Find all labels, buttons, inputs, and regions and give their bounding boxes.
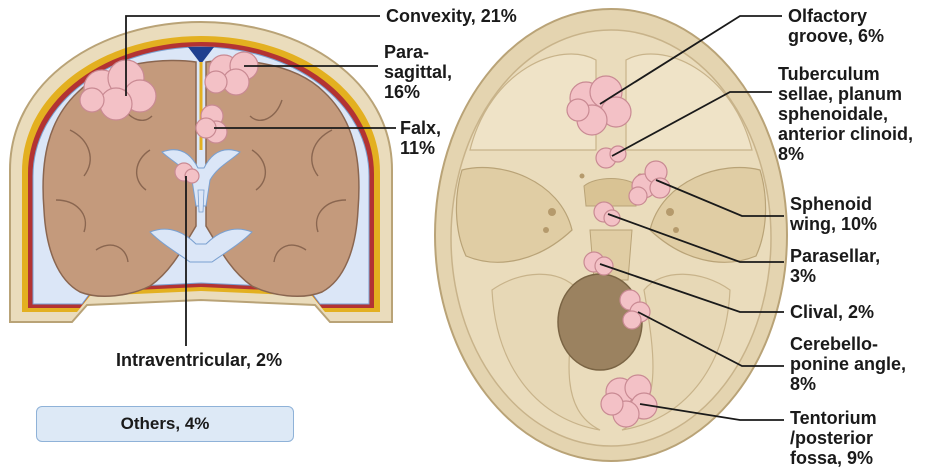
label-tentorium: Tentorium /posterior fossa, 9% (790, 408, 877, 468)
label-olfactory-groove: Olfactory groove, 6% (788, 6, 884, 46)
label-parasellar: Parasellar, 3% (790, 246, 880, 286)
third-ventricle (198, 190, 204, 212)
label-tuberculum-sellae: Tuberculum sellae, planum sphenoidale, a… (778, 64, 913, 164)
others-box: Others, 4% (36, 406, 294, 442)
coronal-brain-section (10, 22, 392, 322)
label-intraventricular: Intraventricular, 2% (116, 350, 282, 370)
label-convexity: Convexity, 21% (386, 6, 517, 26)
label-sphenoid-wing: Sphenoid wing, 10% (790, 194, 877, 234)
label-cerebellopontine-angle: Cerebello- ponine angle, 8% (790, 334, 906, 394)
label-clival: Clival, 2% (790, 302, 874, 322)
label-parasagittal: Para- sagittal, 16% (384, 42, 452, 102)
label-others: Others, 4% (121, 414, 210, 434)
label-falx: Falx, 11% (400, 118, 441, 158)
